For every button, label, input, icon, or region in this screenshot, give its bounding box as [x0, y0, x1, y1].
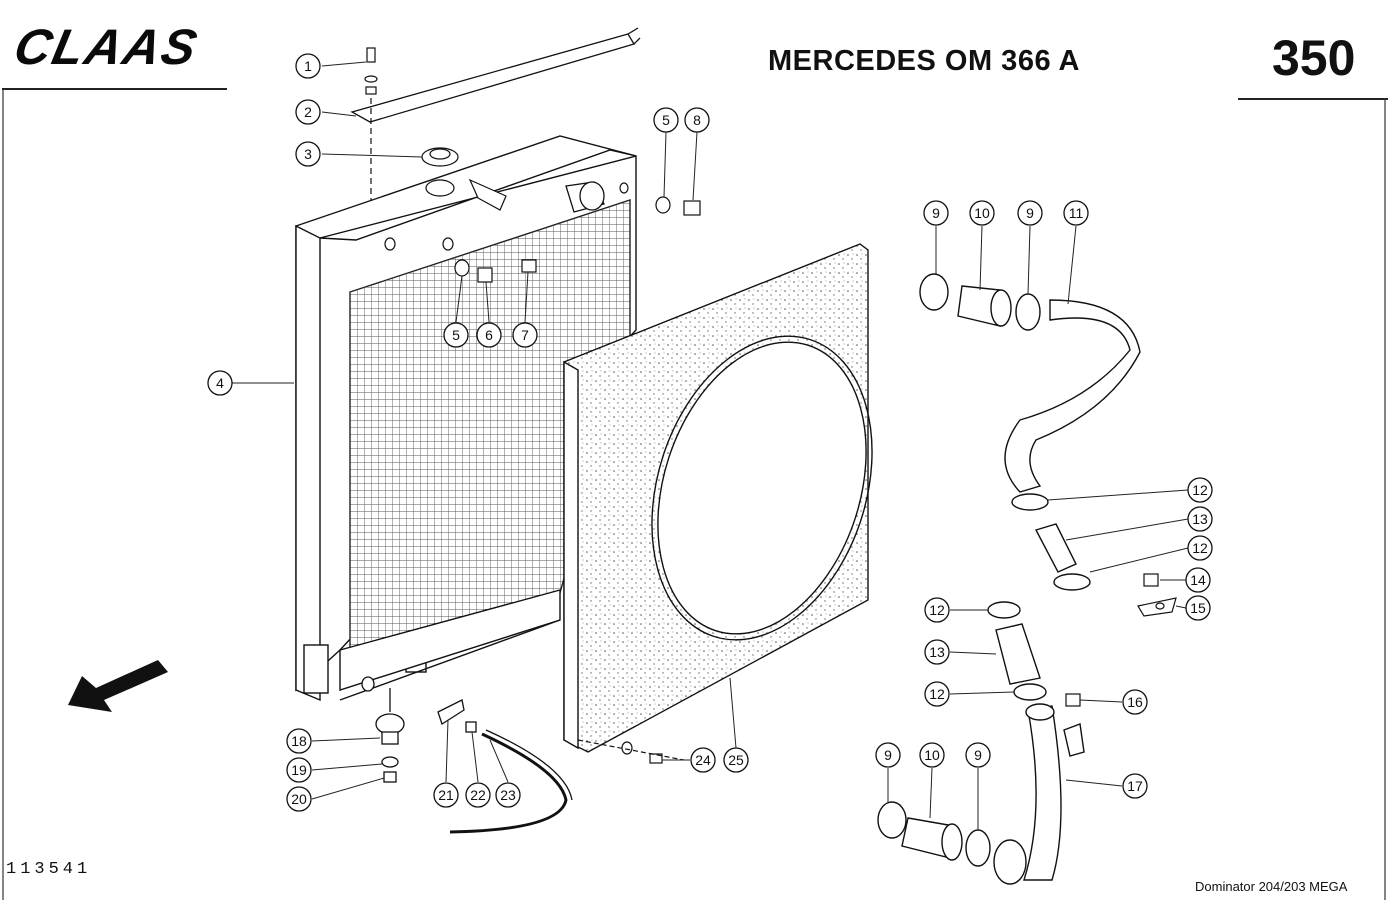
- svg-text:17: 17: [1127, 778, 1143, 794]
- page-number: 350: [1272, 30, 1356, 86]
- svg-text:13: 13: [1192, 511, 1208, 527]
- svg-text:10: 10: [974, 205, 990, 221]
- brand-underline: [2, 88, 227, 90]
- callout-14: 14: [1185, 567, 1211, 593]
- callout-5b: 5: [443, 322, 469, 348]
- svg-text:24: 24: [695, 752, 711, 768]
- callout-9-lower-left: 9: [875, 742, 901, 768]
- svg-text:9: 9: [932, 205, 940, 221]
- callout-5: 5: [653, 107, 679, 133]
- lower-hose-assembly: [877, 601, 1085, 885]
- radiator-outlet: [565, 181, 605, 213]
- callout-8: 8: [684, 107, 710, 133]
- screw-assembly: [364, 47, 378, 240]
- svg-text:9: 9: [1026, 205, 1034, 221]
- callout-10-lower: 10: [919, 742, 945, 768]
- radiator-cap: [421, 147, 507, 211]
- callout-13-a: 13: [1187, 506, 1213, 532]
- callout-25: 25: [723, 747, 749, 773]
- document-number: 113541: [6, 860, 92, 879]
- svg-text:11: 11: [1069, 205, 1084, 221]
- callout-12-c: 12: [924, 597, 950, 623]
- callout-2: 2: [295, 99, 321, 125]
- callout-19: 19: [286, 757, 312, 783]
- callout-17: 17: [1122, 773, 1148, 799]
- model-designation: Dominator 204/203 MEGA: [1195, 879, 1348, 894]
- frame-lines: [2, 90, 1386, 900]
- callout-9-lower-right: 9: [965, 742, 991, 768]
- direction-arrow: [68, 660, 168, 712]
- upper-hose-assembly: [919, 273, 1141, 591]
- callout-7: 7: [512, 322, 538, 348]
- svg-text:7: 7: [521, 327, 529, 343]
- callout-9-upper-right: 9: [1017, 200, 1043, 226]
- callout-12-a: 12: [1187, 477, 1213, 503]
- svg-text:8: 8: [693, 112, 701, 128]
- callout-22: 22: [465, 782, 491, 808]
- svg-text:18: 18: [291, 733, 307, 749]
- callout-12-b: 12: [1187, 535, 1213, 561]
- svg-text:12: 12: [929, 602, 945, 618]
- svg-text:14: 14: [1190, 572, 1206, 588]
- callout-24: 24: [690, 747, 716, 773]
- svg-text:21: 21: [438, 787, 454, 803]
- callout-3: 3: [295, 141, 321, 167]
- svg-text:9: 9: [884, 747, 892, 763]
- page-title: MERCEDES OM 366 A: [768, 45, 1080, 77]
- svg-text:2: 2: [304, 104, 312, 120]
- svg-text:1: 1: [304, 58, 312, 74]
- svg-text:23: 23: [500, 787, 516, 803]
- callout-6: 6: [476, 322, 502, 348]
- svg-text:6: 6: [485, 327, 493, 343]
- svg-text:25: 25: [728, 752, 744, 768]
- callout-labels: 1 2 3 4 5 5 6 7 8 9 10 9 11 12 13 12 14 …: [207, 53, 1213, 812]
- fan-shroud: [563, 243, 873, 753]
- svg-text:4: 4: [216, 375, 224, 391]
- mounting-rail: [350, 27, 641, 123]
- svg-text:12: 12: [1192, 482, 1208, 498]
- svg-text:13: 13: [929, 644, 945, 660]
- drain-assembly: [361, 676, 573, 834]
- callout-1: 1: [295, 53, 321, 79]
- callout-13-b: 13: [924, 639, 950, 665]
- radiator: [295, 135, 637, 702]
- svg-text:22: 22: [470, 787, 486, 803]
- callout-11: 11: [1063, 200, 1089, 226]
- svg-text:5: 5: [662, 112, 670, 128]
- svg-text:12: 12: [1192, 540, 1208, 556]
- leader-lines: [232, 61, 1189, 830]
- callout-16: 16: [1122, 689, 1148, 715]
- flange-parts: [1065, 573, 1177, 707]
- svg-text:19: 19: [291, 762, 307, 778]
- callout-21: 21: [433, 782, 459, 808]
- svg-text:20: 20: [291, 791, 307, 807]
- callout-23: 23: [495, 782, 521, 808]
- svg-text:10: 10: [924, 747, 940, 763]
- callout-10-upper: 10: [969, 200, 995, 226]
- svg-text:15: 15: [1190, 600, 1206, 616]
- callout-12-d: 12: [924, 681, 950, 707]
- svg-text:3: 3: [304, 146, 312, 162]
- callout-18: 18: [286, 728, 312, 754]
- svg-text:12: 12: [929, 686, 945, 702]
- shroud-bolt: [577, 739, 685, 764]
- callout-4: 4: [207, 370, 233, 396]
- svg-text:5: 5: [452, 327, 460, 343]
- page-number-underline: [1238, 98, 1388, 100]
- callout-20: 20: [286, 786, 312, 812]
- callout-9-upper-left: 9: [923, 200, 949, 226]
- svg-text:16: 16: [1127, 694, 1143, 710]
- callout-15: 15: [1185, 595, 1211, 621]
- svg-text:9: 9: [974, 747, 982, 763]
- drain-plugs: [384, 182, 701, 283]
